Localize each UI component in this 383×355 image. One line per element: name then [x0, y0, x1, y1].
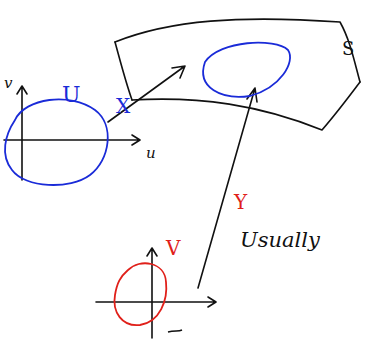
u-axis — [4, 135, 140, 145]
note: Usually — [240, 230, 320, 251]
surface-edge — [115, 19, 360, 82]
surface-edge — [132, 82, 360, 130]
axis-label: v — [4, 76, 12, 91]
domain-v — [114, 263, 166, 325]
domain-u — [5, 99, 108, 185]
surface-edge — [115, 42, 132, 100]
surface-label: S — [342, 40, 354, 58]
map-arrow — [198, 88, 257, 288]
axis-label: u — [146, 146, 156, 161]
map-arrow — [108, 66, 185, 122]
map-label: X — [116, 96, 130, 116]
domain-label: U — [62, 84, 81, 106]
domain-label: V — [166, 238, 180, 258]
stroke — [168, 330, 182, 332]
image-region — [203, 43, 290, 97]
map-label: Y — [234, 192, 247, 212]
v-axis — [17, 86, 27, 180]
axis — [147, 248, 157, 338]
